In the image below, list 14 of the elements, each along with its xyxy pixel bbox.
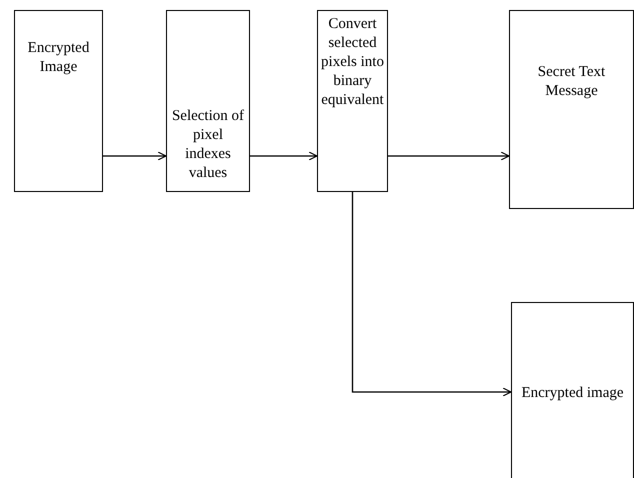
process-box [511,302,634,478]
arrow [103,151,167,161]
box-label: Selection of pixel indexes values [170,107,246,183]
process-box [317,10,388,192]
process-box [14,10,103,192]
box-label: Secret Text Message [536,63,606,101]
arrow [250,151,318,161]
box-label: Encrypted image [520,384,625,403]
process-box [166,10,250,192]
arrow [352,192,512,397]
box-label: Convert selected pixels into binary equivalent [320,15,385,110]
arrow [388,151,510,161]
box-label: Encrypted Image [26,39,90,77]
process-box [509,10,634,209]
